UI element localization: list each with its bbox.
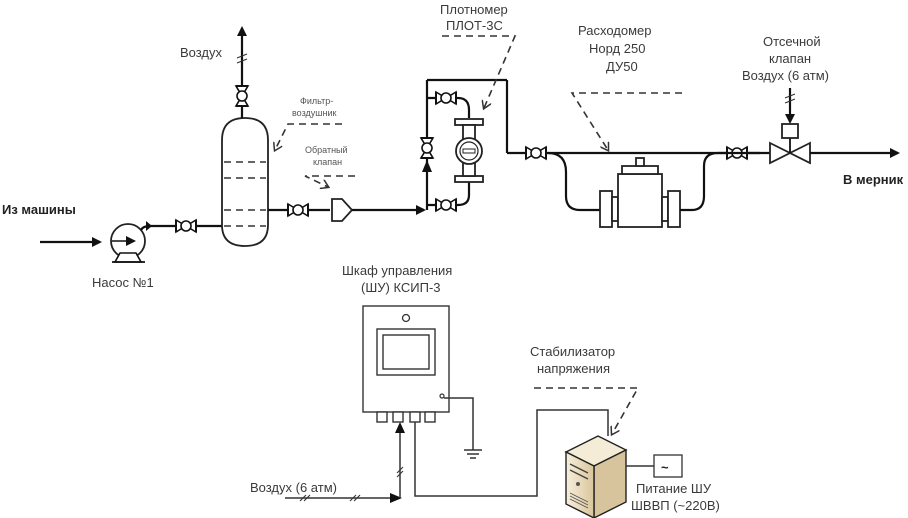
flowmeter-outlet-pipe bbox=[680, 151, 719, 212]
densitometer-inlet-valve-icon[interactable] bbox=[435, 91, 457, 105]
densitometer-icon bbox=[454, 118, 484, 183]
densitometer-label-2: ПЛОТ-3С bbox=[446, 18, 503, 33]
cabinet-label-1: Шкаф управления bbox=[342, 263, 452, 278]
flowmeter-label-2: Норд 250 bbox=[589, 41, 645, 56]
bypass-valve-icon[interactable] bbox=[420, 137, 434, 159]
air-hatch-icon bbox=[236, 53, 248, 64]
densitometer-label-1: Плотномер bbox=[440, 2, 508, 17]
check-valve-icon bbox=[331, 198, 354, 222]
flowmeter-inlet-pipe bbox=[547, 151, 600, 212]
ac-symbol: ~ bbox=[661, 460, 669, 475]
shutoff-valve-icon[interactable] bbox=[769, 123, 811, 165]
voltage-stabilizer-icon bbox=[564, 435, 628, 518]
power-cable bbox=[414, 409, 609, 497]
air-top-label: Воздух bbox=[180, 45, 223, 60]
flowmeter-label-1: Расходомер bbox=[578, 23, 651, 38]
stabilizer-label-2: напряжения bbox=[537, 361, 610, 376]
air-bottom-label: Воздух (6 атм) bbox=[250, 480, 337, 495]
ac-source-icon: ~ bbox=[653, 454, 683, 478]
control-cabinet-icon bbox=[362, 305, 450, 423]
ground-icon bbox=[444, 397, 482, 459]
densitometer-leader-line bbox=[442, 35, 517, 108]
flowmeter-leader-line bbox=[570, 92, 682, 150]
densitometer-outlet-valve-icon[interactable] bbox=[435, 198, 457, 212]
pump-icon bbox=[110, 223, 146, 263]
power-label-2: ШВВП (~220В) bbox=[631, 498, 720, 513]
shutoff-label-1: Отсечной bbox=[763, 34, 821, 49]
inlet-label: Из машины bbox=[2, 202, 76, 217]
filter-leader-line bbox=[275, 123, 342, 150]
filter-label-1: Фильтр- bbox=[300, 96, 333, 106]
power-label-1: Питание ШУ bbox=[636, 481, 712, 496]
flowmeter-inlet-valve-icon[interactable] bbox=[525, 146, 547, 160]
pump-label: Насос №1 bbox=[92, 275, 154, 290]
check-valve-label-2: клапан bbox=[313, 157, 342, 167]
stabilizer-leader-line bbox=[534, 387, 640, 434]
vent-valve-icon[interactable] bbox=[235, 85, 249, 107]
shutoff-label-2: клапан bbox=[769, 51, 811, 66]
separator-valve-icon[interactable] bbox=[287, 203, 309, 217]
flowmeter-label-3: ДУ50 bbox=[606, 59, 638, 74]
check-valve-label-1: Обратный bbox=[305, 145, 348, 155]
flowmeter-icon bbox=[599, 157, 681, 228]
cabinet-label-2: (ШУ) КСИП-3 bbox=[361, 280, 441, 295]
filter-label-2: воздушник bbox=[292, 108, 336, 118]
check-valve-leader-line bbox=[304, 175, 355, 187]
outlet-label: В мерник bbox=[843, 172, 904, 187]
air-hatch-icon bbox=[784, 93, 796, 104]
shutoff-label-3: Воздух (6 атм) bbox=[742, 68, 829, 83]
air-supply-line bbox=[285, 422, 405, 503]
pump-valve-icon[interactable] bbox=[175, 219, 197, 233]
stabilizer-label-1: Стабилизатор bbox=[530, 344, 615, 359]
filter-separator-icon bbox=[221, 117, 269, 247]
